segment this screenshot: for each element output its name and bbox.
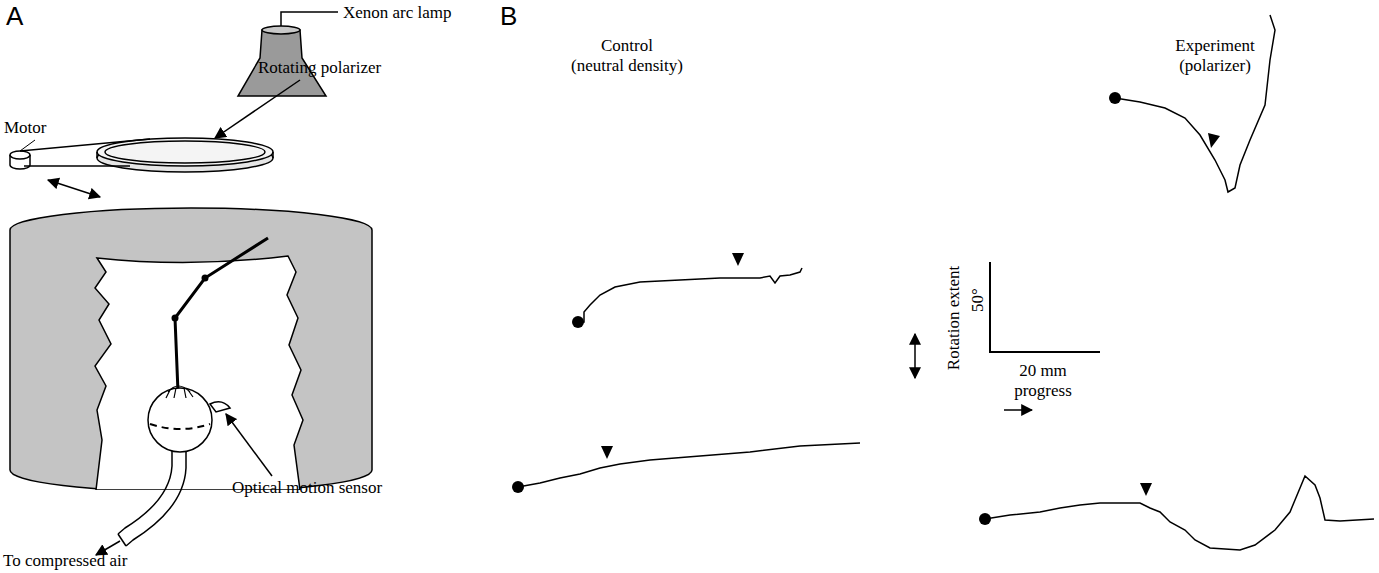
tether-joint	[202, 275, 209, 282]
motor-leader	[20, 140, 35, 151]
start-dot	[512, 92, 1121, 525]
start-dot	[512, 481, 524, 493]
stimulus-marker	[601, 133, 1220, 496]
scale-bar	[990, 262, 1100, 352]
rotation-arrow	[914, 334, 916, 378]
arena-opening	[95, 256, 303, 490]
air-tube	[118, 450, 186, 546]
fly	[166, 386, 193, 398]
part-label: Motor	[4, 118, 47, 138]
rotating-polarizer	[97, 138, 273, 172]
scale-value: 20 mm progress	[1014, 361, 1072, 400]
part-label: Rotating polarizer	[258, 58, 381, 78]
rotating-polarizer	[96, 152, 98, 158]
condition-label: Control (neutral density)	[571, 36, 683, 75]
stimulus-marker	[732, 253, 744, 266]
walking-trace	[518, 443, 860, 487]
motor	[10, 151, 30, 159]
panel-letter: A	[6, 2, 23, 32]
motion-sensor	[210, 402, 230, 412]
walking-trace	[985, 476, 1374, 550]
part-label: Xenon arc lamp	[343, 3, 452, 23]
scale-value-line: 20 mm	[1014, 361, 1072, 381]
progress-arrow	[1004, 409, 1032, 411]
arena-wall	[10, 208, 372, 492]
condition-label-line: (polarizer)	[1175, 56, 1254, 76]
drive-belt	[24, 165, 130, 167]
ball-equator	[150, 424, 210, 429]
start-dot	[572, 316, 584, 328]
walking-trace	[578, 268, 802, 322]
condition-label-line: Control	[571, 36, 683, 56]
scale-value: 50°	[968, 288, 988, 312]
condition-label-line: (neutral density)	[571, 56, 683, 76]
stimulus-marker	[1140, 483, 1152, 496]
tether-rod	[175, 238, 268, 392]
stimulus-marker	[1208, 133, 1220, 148]
ball	[148, 388, 212, 452]
rotating-polarizer	[272, 152, 274, 158]
xenon-lamp	[262, 26, 300, 34]
stimulus-marker	[601, 446, 613, 459]
condition-label: Experiment (polarizer)	[1175, 36, 1254, 75]
scale-value-line: progress	[1014, 381, 1072, 401]
part-label: To compressed air	[3, 551, 127, 571]
lamp-leader	[281, 12, 338, 26]
condition-label-line: Experiment	[1175, 36, 1254, 56]
axis-label: Rotation extent	[944, 266, 964, 370]
motion-arrow	[48, 180, 100, 197]
drive-belt	[20, 139, 150, 151]
start-dot	[979, 513, 991, 525]
panel-letter: B	[500, 2, 517, 32]
part-label: Optical motion sensor	[232, 478, 382, 498]
start-dot	[1109, 92, 1121, 104]
walking-trace	[1115, 15, 1275, 192]
air-tube-end	[118, 534, 126, 546]
tether-joint	[172, 315, 179, 322]
walking-trace	[518, 15, 1374, 550]
polarizer-leader	[215, 80, 300, 138]
sensor-leader	[226, 414, 272, 476]
rotating-polarizer	[105, 141, 265, 163]
drive-belt	[20, 139, 150, 166]
